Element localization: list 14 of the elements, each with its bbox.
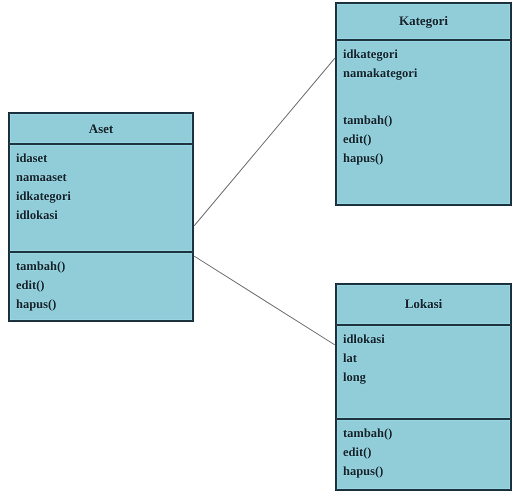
- class-name: Aset: [88, 121, 114, 136]
- attribute-list: idlokasi lat long: [343, 330, 385, 387]
- class-box: [335, 2, 512, 206]
- class-box: [8, 112, 194, 322]
- attribute-list: idaset namaaset idkategori idlokasi: [16, 149, 71, 225]
- association-line: [194, 256, 336, 346]
- method-list: tambah() edit() hapus(): [343, 424, 392, 481]
- class-name: Lokasi: [404, 296, 442, 311]
- class-box: [335, 283, 512, 491]
- attribute-list: idkategori namakategori: [343, 45, 418, 83]
- method-list: tambah() edit() hapus(): [16, 257, 66, 314]
- association-line: [194, 58, 336, 226]
- method-list: tambah() edit() hapus(): [343, 111, 392, 168]
- class-name: Kategori: [398, 13, 448, 28]
